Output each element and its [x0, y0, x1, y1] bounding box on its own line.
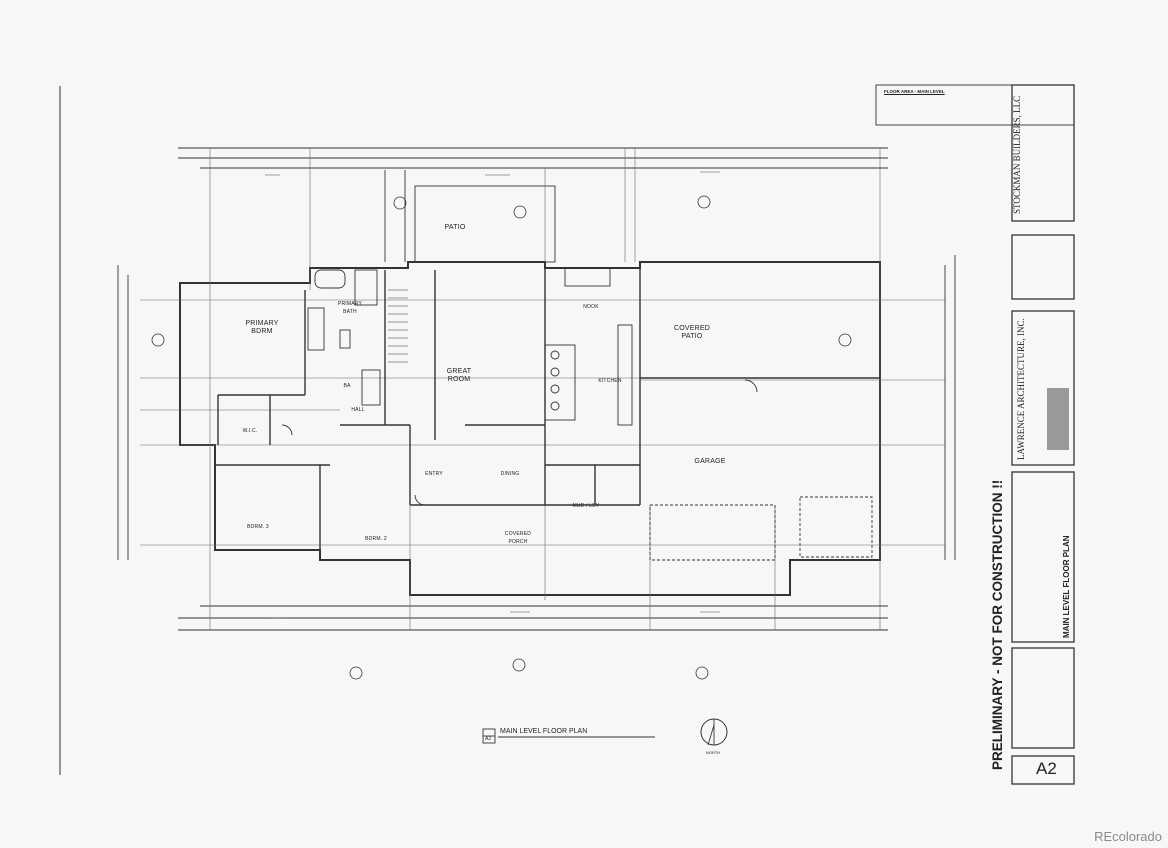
- sheet-number: A2: [1036, 759, 1057, 778]
- floor-area-title: FLOOR AREA - MAIN LEVEL: [884, 89, 945, 94]
- room-label-wic: W.I.C.: [242, 428, 258, 434]
- room-label-nook: NOOK: [583, 304, 599, 310]
- plan-title: MAIN LEVEL FLOOR PLAN: [500, 728, 588, 735]
- room-label-covered-patio: COVERED PATIO: [673, 325, 711, 340]
- room-label-covered-porch: COVERED PORCH: [504, 531, 532, 545]
- room-label-primary-bath: PRIMARY BATH: [337, 301, 363, 315]
- plan-ref: A2: [485, 736, 492, 742]
- builder-name: STOCKMAN BUILDERS, LLC: [1012, 95, 1022, 214]
- room-label-patio: PATIO: [444, 224, 466, 231]
- room-label-bdrm3: BDRM. 3: [247, 524, 269, 530]
- room-label-ba: BA: [343, 383, 351, 389]
- room-label-entry: ENTRY: [425, 471, 443, 477]
- preliminary-notice: PRELIMINARY - NOT FOR CONSTRUCTION !!: [990, 479, 1005, 770]
- room-label-mud-ldy: MUD / LDY: [572, 503, 600, 509]
- room-label-bdrm2: BDRM. 2: [365, 536, 387, 542]
- watermark-logo: REcolorado: [1094, 829, 1162, 844]
- room-label-great-room: GREAT ROOM: [446, 368, 472, 383]
- room-label-hall: HALL: [351, 407, 365, 413]
- architect-name: LAWRENCE ARCHITECTURE, INC.: [1016, 318, 1026, 460]
- room-label-kitchen: KITCHEN: [598, 378, 622, 384]
- room-label-primary-bdrm: PRIMARY BDRM: [245, 320, 279, 335]
- sheet-title: MAIN LEVEL FLOOR PLAN: [1062, 535, 1071, 638]
- room-label-garage: GARAGE: [694, 458, 726, 465]
- north-label: NORTH: [706, 750, 721, 755]
- room-label-dining: DINING: [500, 471, 520, 477]
